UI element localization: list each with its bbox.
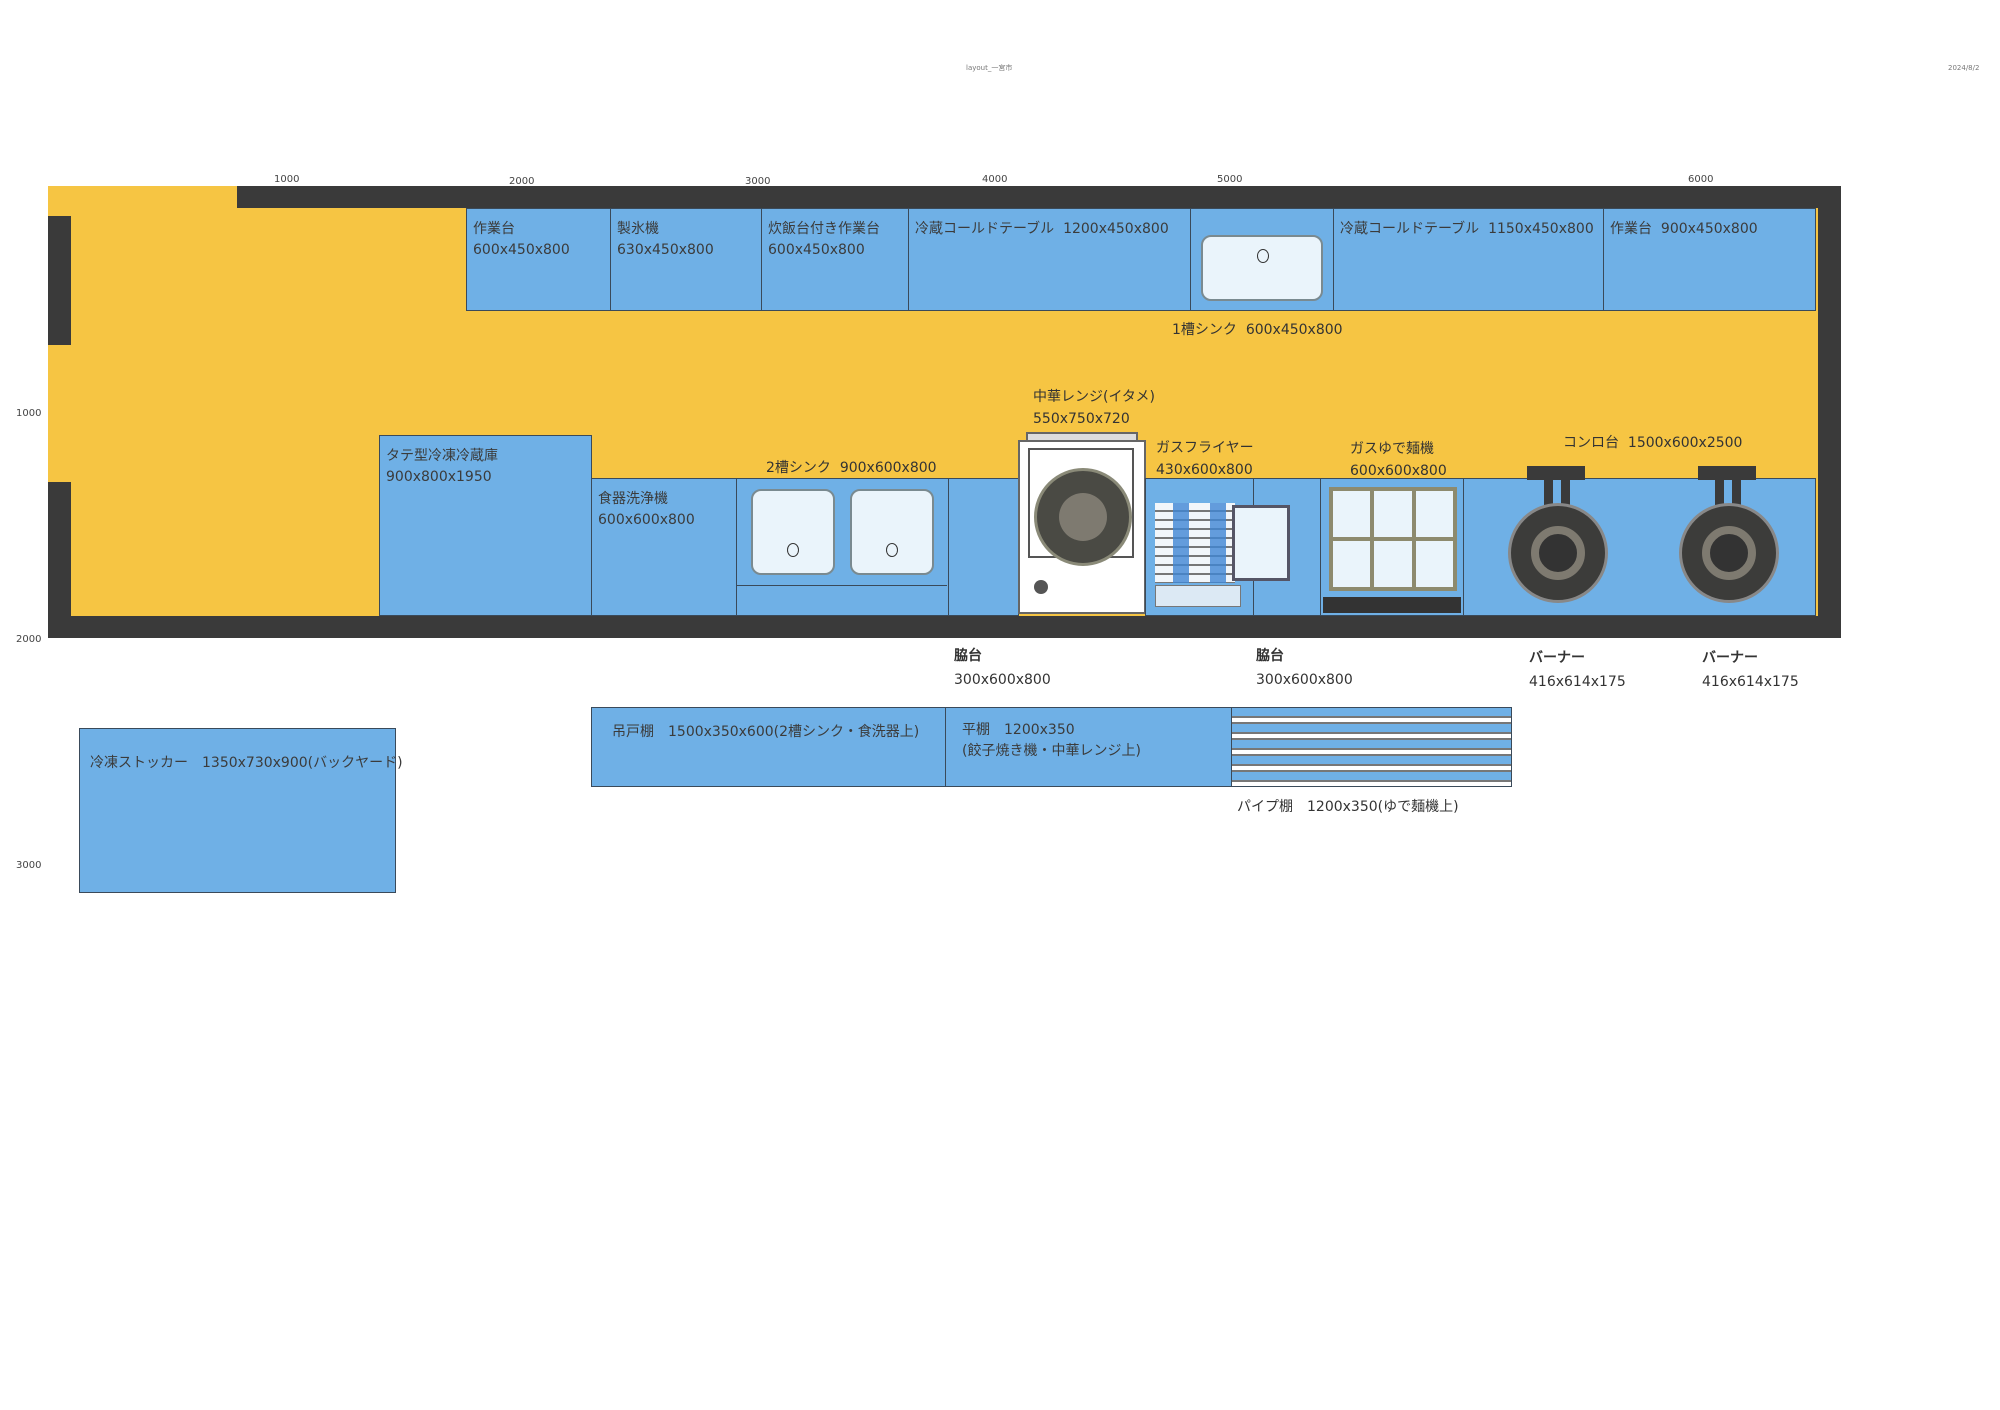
workbench-1: 作業台 600x450x800 [466, 208, 611, 311]
fryer-tray [1155, 585, 1241, 607]
single-sink [1190, 208, 1334, 311]
cold-table-2: 冷蔵コールドテーブル 1150x450x800 [1333, 208, 1604, 311]
range-label: 中華レンジ(イタメ)550x750x720 [1033, 389, 1155, 427]
sink-bowl [751, 489, 835, 575]
side-table-1 [948, 478, 1019, 616]
header-date: 2024/8/2 [1948, 64, 1980, 72]
range-rail [1026, 432, 1138, 442]
scale-top-5000: 5000 [1217, 174, 1243, 185]
label: 食器洗浄機 [598, 491, 668, 507]
knob-icon [1034, 580, 1048, 594]
single-sink-label: 1槽シンク 600x450x800 [1172, 322, 1343, 338]
label: タテ型冷凍冷蔵庫 [386, 448, 498, 464]
divider [737, 585, 947, 586]
label: 製氷機 [617, 221, 659, 237]
size: 630x450x800 [617, 242, 714, 258]
scale-top-1000: 1000 [274, 174, 300, 185]
drain-icon [787, 543, 799, 557]
cold-table-1: 冷蔵コールドテーブル 1200x450x800 [908, 208, 1191, 311]
ice-machine: 製氷機 630x450x800 [610, 208, 762, 311]
scale-top-4000: 4000 [982, 174, 1008, 185]
pipe-shelf [1231, 707, 1512, 787]
rice-workbench: 炊飯台付き作業台 600x450x800 [761, 208, 909, 311]
burner-icon [1679, 503, 1779, 603]
double-sink [736, 478, 949, 616]
dishwasher: 食器洗浄機 600x600x800 [591, 478, 737, 616]
sink-bowl [850, 489, 934, 575]
size: 600x450x800 [473, 242, 570, 258]
size: 1150x450x800 [1488, 221, 1594, 237]
noodle-base [1323, 597, 1461, 613]
header-title: layout_一宮市 [966, 64, 1013, 72]
sink-bowl [1201, 235, 1323, 301]
label: 冷凍ストッカー 1350x730x900(バックヤード) [90, 755, 403, 771]
label: 吊戸棚 1500x350x600(2槽シンク・食洗器上) [612, 724, 920, 740]
drain-icon [886, 543, 898, 557]
fryer-basket-icon [1155, 503, 1235, 583]
scale-left-3000: 3000 [16, 860, 42, 871]
gas-noodle-boiler [1320, 478, 1464, 616]
flat-shelf: 平棚 1200x350 (餃子焼き機・中華レンジ上) [945, 707, 1232, 787]
burner-neck [1715, 478, 1741, 506]
scale-top-3000: 3000 [745, 176, 771, 187]
label: 作業台 [473, 221, 515, 237]
burner-icon [1508, 503, 1608, 603]
burner-mount [1698, 466, 1756, 480]
stove-stand-label: コンロ台 1500x600x2500 [1563, 435, 1743, 451]
label: 平棚 1200x350 [962, 722, 1075, 738]
burner-neck [1544, 478, 1570, 506]
pipe-shelf-label: パイプ棚 1200x350(ゆで麺機上) [1237, 799, 1459, 815]
noodle-baskets-icon [1329, 487, 1457, 591]
drain-icon [1257, 249, 1269, 263]
hanging-cabinet: 吊戸棚 1500x350x600(2槽シンク・食洗器上) [591, 707, 946, 787]
chinese-range [1018, 440, 1146, 614]
fryer-lid [1232, 505, 1290, 581]
size: 900x450x800 [1660, 221, 1758, 237]
freezer-stocker: 冷凍ストッカー 1350x730x900(バックヤード) [79, 728, 403, 893]
workbench-2: 作業台 900x450x800 [1603, 208, 1816, 311]
size: 1200x450x800 [1063, 221, 1169, 237]
size: 600x450x800 [768, 242, 865, 258]
label: 冷蔵コールドテーブル [915, 221, 1055, 237]
side-table-2 [1232, 478, 1321, 616]
label: 作業台 [1610, 221, 1652, 237]
wok-burner-icon [1034, 468, 1132, 566]
label: 炊飯台付き作業台 [768, 221, 880, 237]
scale-top-6000: 6000 [1688, 174, 1714, 185]
size: 900x800x1950 [386, 469, 492, 485]
label: 冷蔵コールドテーブル [1340, 221, 1480, 237]
size: 600x600x800 [598, 512, 695, 528]
burner-mount [1527, 466, 1585, 480]
scale-left-1000: 1000 [16, 408, 42, 419]
gas-fryer [1145, 478, 1254, 616]
double-sink-label: 2槽シンク 900x600x800 [766, 460, 937, 476]
label-note: (餃子焼き機・中華レンジ上) [962, 743, 1141, 759]
scale-top-2000: 2000 [509, 176, 535, 187]
upright-fridge: タテ型冷凍冷蔵庫 900x800x1950 [379, 435, 592, 616]
scale-left-2000: 2000 [16, 634, 42, 645]
